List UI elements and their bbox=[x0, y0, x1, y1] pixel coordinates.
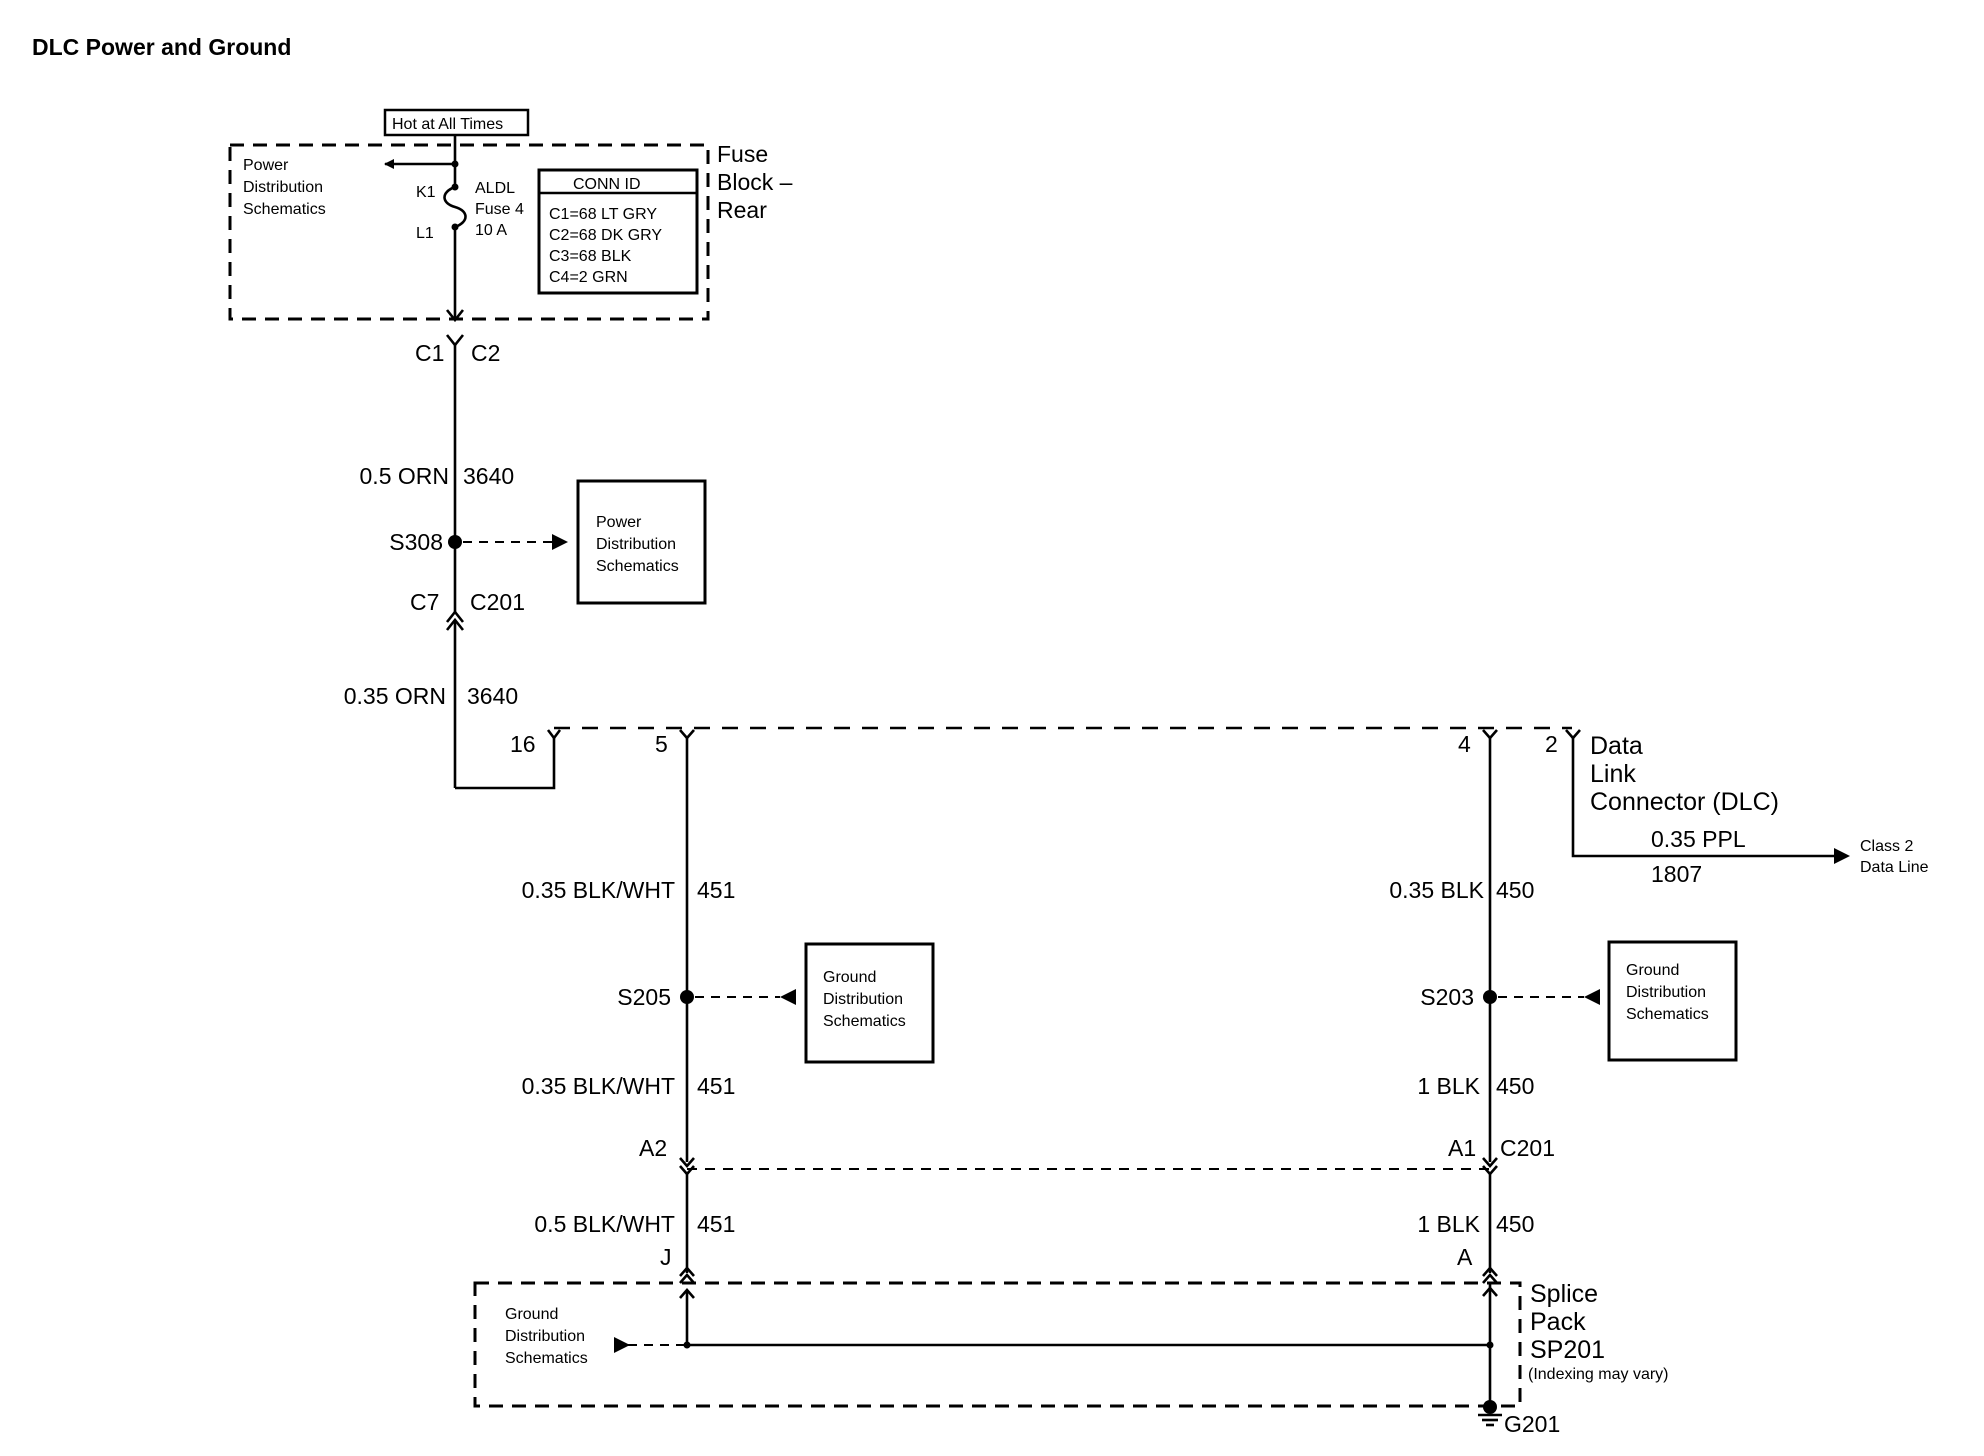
conn-c7: C7 bbox=[410, 589, 439, 615]
fuse-symbol bbox=[443, 185, 467, 229]
power-dist-label-1: Power bbox=[243, 157, 289, 174]
connector-c1-c2 bbox=[445, 334, 465, 348]
hot-at-all-times-box bbox=[383, 108, 530, 137]
conn-c201-bottom: C201 bbox=[1500, 1135, 1555, 1161]
class2-label-2: Data Line bbox=[1860, 859, 1929, 876]
splice-pack-name-3: SP201 bbox=[1530, 1336, 1605, 1364]
conn-id-row: C1=68 LT GRY bbox=[549, 206, 657, 223]
fuse-block-name-3: Rear bbox=[717, 197, 767, 223]
wire-gauge-label: 0.35 PPL bbox=[1651, 826, 1746, 852]
fuse-block-name-2: Block – bbox=[717, 169, 793, 195]
pin-j: J bbox=[660, 1244, 672, 1270]
dlc-name-2: Link bbox=[1590, 760, 1636, 788]
ground-g201-splice bbox=[1483, 1400, 1497, 1414]
fuse-label-3: 10 A bbox=[475, 222, 507, 239]
splice-s308-label: S308 bbox=[389, 529, 443, 555]
wire-circuit-label: 3640 bbox=[463, 463, 514, 489]
conn-id-row: C4=2 GRN bbox=[549, 269, 628, 286]
ground-dist-target-3: Schematics bbox=[823, 1013, 906, 1030]
splice-s205 bbox=[680, 990, 694, 1004]
conn-id-row: C3=68 BLK bbox=[549, 248, 632, 265]
dlc-pin: 4 bbox=[1458, 731, 1471, 757]
conn-c201: C201 bbox=[470, 589, 525, 615]
wire-gauge-label: 0.35 BLK/WHT bbox=[522, 877, 675, 903]
power-dist-target-3: Schematics bbox=[596, 558, 679, 575]
conn-a1: A1 bbox=[1448, 1135, 1476, 1161]
ground-dist-target-1: Ground bbox=[1626, 962, 1679, 979]
wire-circuit-label: 450 bbox=[1496, 1211, 1534, 1237]
ground-g201-label: G201 bbox=[1504, 1411, 1560, 1437]
splice-pack-note: (Indexing may vary) bbox=[1528, 1366, 1669, 1383]
dlc-pin: 16 bbox=[510, 731, 536, 757]
dlc-name-1: Data bbox=[1590, 732, 1643, 760]
conn-c2: C2 bbox=[471, 340, 500, 366]
wire-circuit-label: 450 bbox=[1496, 877, 1534, 903]
fuse-label-1: ALDL bbox=[475, 180, 515, 197]
power-dist-schematics-box bbox=[576, 479, 707, 605]
power-dist-target-1: Power bbox=[596, 514, 642, 531]
pin-k1: K1 bbox=[416, 184, 436, 201]
pin-l1: L1 bbox=[416, 225, 434, 242]
conn-c1: C1 bbox=[415, 340, 444, 366]
fuse-block-rear: Hot at All Times Power Distribution Sche… bbox=[228, 108, 793, 323]
power-dist-label-3: Schematics bbox=[243, 201, 326, 218]
splice-s205-label: S205 bbox=[617, 984, 671, 1010]
wire-circuit-label: 3640 bbox=[467, 683, 518, 709]
wire-gauge-label: 1 BLK bbox=[1417, 1211, 1480, 1237]
splice-s203-label: S203 bbox=[1420, 984, 1474, 1010]
ground-dist-target-1: Ground bbox=[823, 969, 876, 986]
dlc-pin: 5 bbox=[655, 731, 668, 757]
ground-dist-label-1: Ground bbox=[505, 1306, 558, 1323]
power-dist-target-2: Distribution bbox=[596, 536, 676, 553]
fuse-label-2: Fuse 4 bbox=[475, 201, 524, 218]
conn-id-row: C2=68 DK GRY bbox=[549, 227, 662, 244]
fuse-block-outline bbox=[228, 143, 710, 321]
wire-circuit-label: 450 bbox=[1496, 1073, 1534, 1099]
wire-gauge-label: 0.5 ORN bbox=[360, 463, 449, 489]
power-dist-label-2: Distribution bbox=[243, 179, 323, 196]
splice-s203 bbox=[1483, 990, 1497, 1004]
hot-label: Hot at All Times bbox=[392, 116, 503, 133]
splice-pack-outline bbox=[473, 1281, 1522, 1408]
ground-dist-schematics-box bbox=[804, 942, 935, 1064]
pin-a: A bbox=[1457, 1244, 1473, 1270]
ground-dist-target-2: Distribution bbox=[823, 991, 903, 1008]
conn-id-header: CONN ID bbox=[573, 176, 641, 193]
class2-label-1: Class 2 bbox=[1860, 838, 1913, 855]
splice-pack-name-2: Pack bbox=[1530, 1308, 1586, 1336]
splice-s308 bbox=[448, 535, 462, 549]
conn-id-table bbox=[537, 168, 699, 295]
wire-circuit-label: 451 bbox=[697, 1211, 735, 1237]
wire-circuit-label: 451 bbox=[697, 1073, 735, 1099]
wire-gauge-label: 0.5 BLK/WHT bbox=[534, 1211, 675, 1237]
wire-circuit-label: 451 bbox=[697, 877, 735, 903]
dlc-name-3: Connector (DLC) bbox=[1590, 788, 1779, 816]
wire-circuit-label: 1807 bbox=[1651, 861, 1702, 887]
ground-dist-label-3: Schematics bbox=[505, 1350, 588, 1367]
page-title: DLC Power and Ground bbox=[32, 34, 291, 60]
wire-gauge-label: 0.35 BLK/WHT bbox=[522, 1073, 675, 1099]
fuse-block-name-1: Fuse bbox=[717, 141, 768, 167]
wire-gauge-label: 0.35 BLK bbox=[1389, 877, 1484, 903]
ground-icon bbox=[1478, 1413, 1502, 1427]
conn-a2: A2 bbox=[639, 1135, 667, 1161]
splice-pack-name-1: Splice bbox=[1530, 1280, 1598, 1308]
ground-dist-schematics-box bbox=[1607, 940, 1738, 1062]
wire-gauge-label: 1 BLK bbox=[1417, 1073, 1480, 1099]
ground-dist-target-2: Distribution bbox=[1626, 984, 1706, 1001]
dlc-pin: 2 bbox=[1545, 731, 1558, 757]
ground-dist-target-3: Schematics bbox=[1626, 1006, 1709, 1023]
wire-gauge-label: 0.35 ORN bbox=[344, 683, 446, 709]
ground-dist-label-2: Distribution bbox=[505, 1328, 585, 1345]
